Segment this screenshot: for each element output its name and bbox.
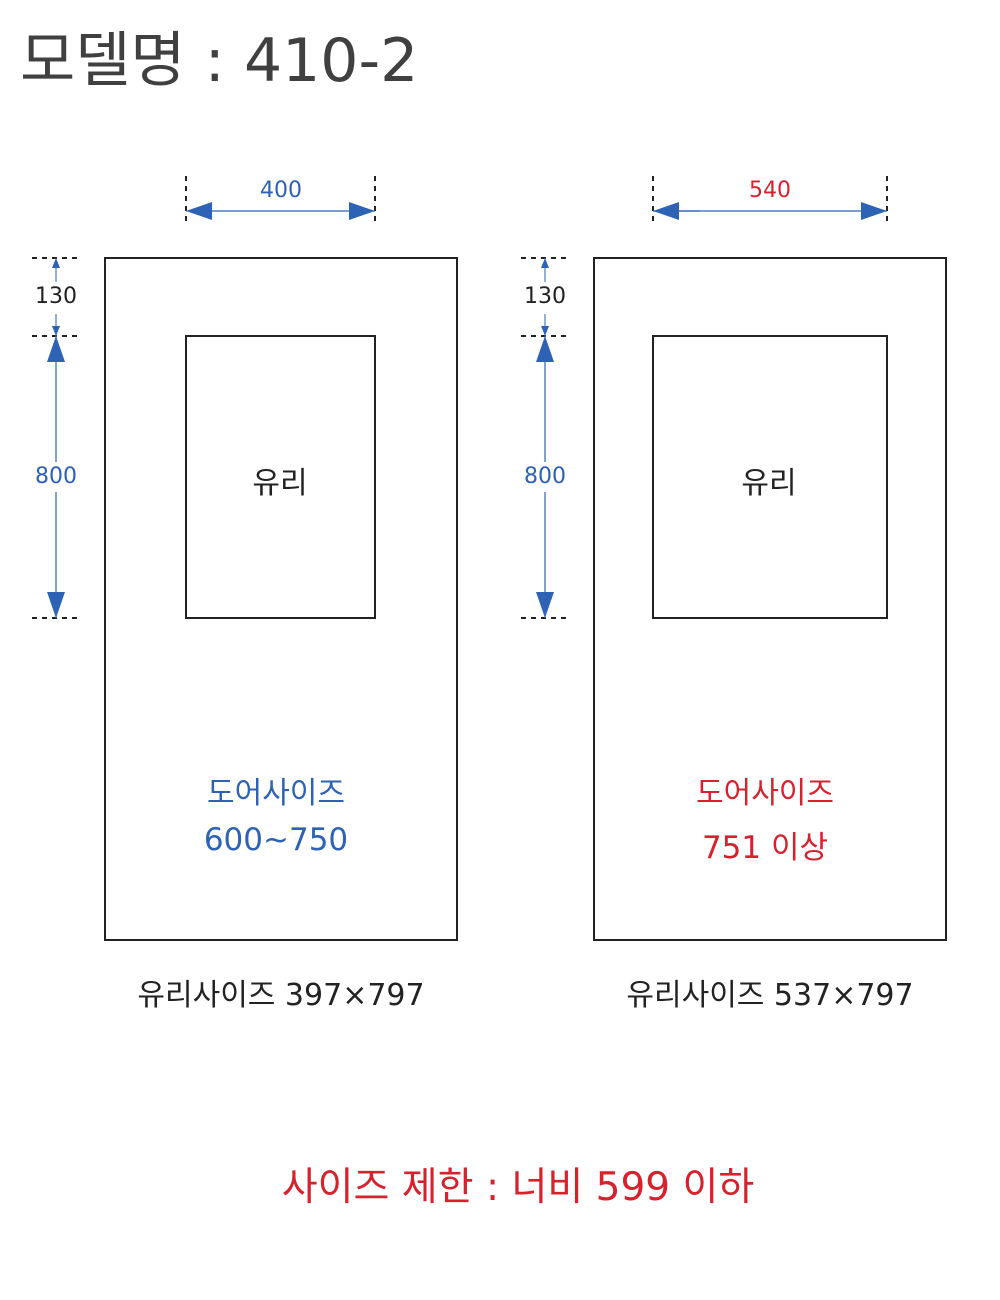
page-title: 모델명 : 410-2 (20, 26, 419, 96)
width-dimension: 400 (260, 178, 302, 203)
size-restriction: 사이즈 제한 : 너비 599 이하 (281, 1165, 755, 1210)
top-offset-dimension: 130 (35, 284, 77, 309)
door-size-label: 도어사이즈 (207, 776, 345, 811)
door-size-value: 600~750 (203, 822, 349, 858)
door-size-label: 도어사이즈 (696, 776, 834, 811)
door-frame (593, 257, 947, 941)
door-frame (104, 257, 458, 941)
glass-label: 유리 (252, 466, 308, 501)
door-right (521, 176, 947, 941)
glass-size: 유리사이즈 397×797 (137, 978, 425, 1013)
glass-frame (652, 335, 888, 619)
height-dimension: 800 (35, 464, 77, 489)
glass-size: 유리사이즈 537×797 (626, 978, 914, 1013)
door-size-value: 751 이상 (701, 830, 829, 866)
top-offset-dimension: 130 (524, 284, 566, 309)
glass-frame (185, 335, 376, 619)
width-dimension: 540 (749, 178, 791, 203)
glass-label: 유리 (741, 466, 797, 501)
height-dimension: 800 (524, 464, 566, 489)
door-left (32, 176, 458, 941)
